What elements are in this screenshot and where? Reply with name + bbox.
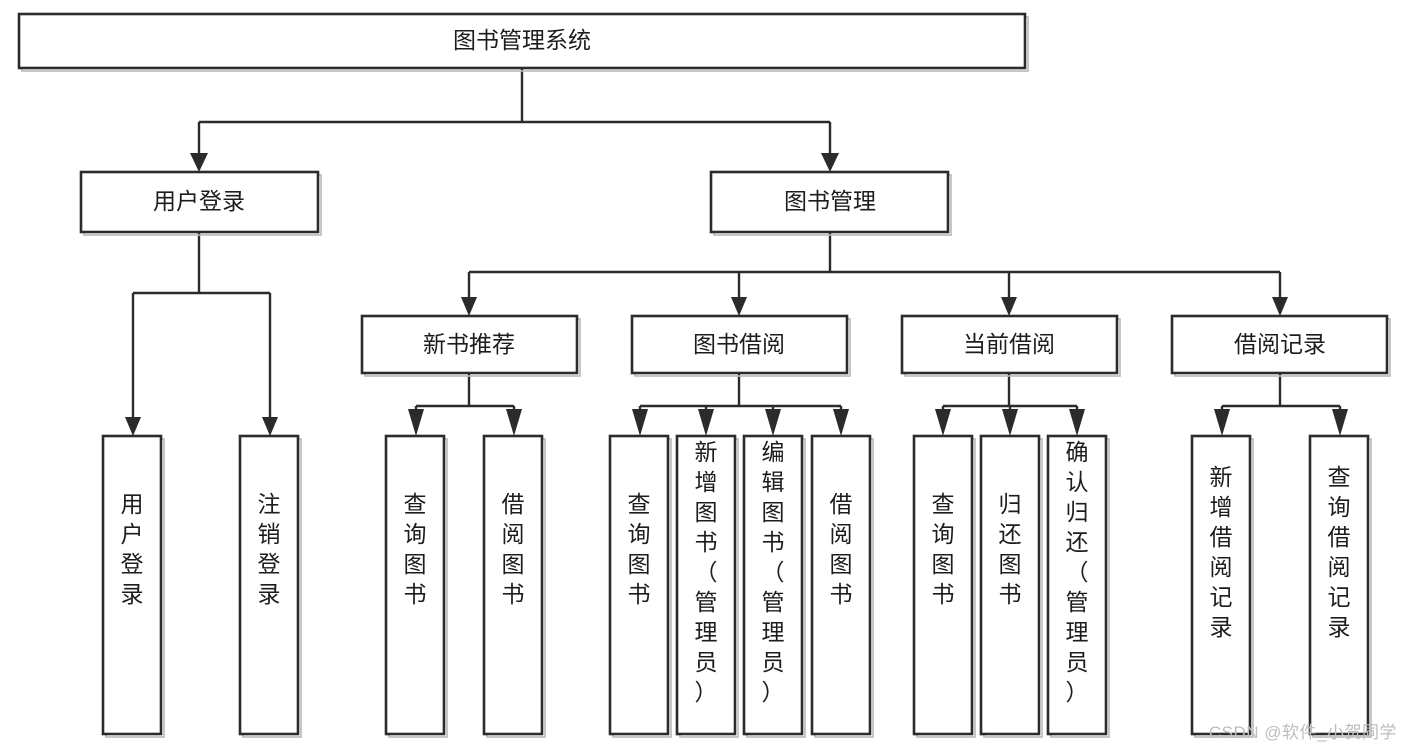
arrowhead-borrow-record <box>1272 297 1288 316</box>
node-leaf-add-book-label: 新增图书（管理员） <box>695 439 718 705</box>
node-book-manage[interactable]: 图书管理 <box>709 170 952 236</box>
node-leaf-query-record[interactable]: 查询借阅记录 <box>1308 434 1372 738</box>
node-leaf-edit-book-label: 编辑图书（管理员） <box>762 439 785 705</box>
node-leaf-return-book[interactable]: 归还图书 <box>979 434 1043 738</box>
node-leaf-query-book-1[interactable]: 查询图书 <box>384 434 448 738</box>
node-leaf-add-record-label: 新增借阅记录 <box>1210 464 1233 640</box>
node-leaf-query-book-1-label: 查询图书 <box>404 491 427 607</box>
node-leaf-user-login-box[interactable] <box>101 434 163 736</box>
node-root[interactable]: 图书管理系统 <box>17 12 1029 72</box>
arrowhead-leaf-query-book-2 <box>632 409 648 436</box>
node-leaf-add-record[interactable]: 新增借阅记录 <box>1190 434 1254 738</box>
arrowhead-leaf-borrow-book-2 <box>833 409 849 436</box>
node-leaf-edit-book-box[interactable] <box>742 434 804 736</box>
arrowhead-leaf-add-book <box>698 409 714 436</box>
node-leaf-borrow-book-2-label: 借阅图书 <box>830 491 853 607</box>
edge-group-user-login <box>125 232 278 436</box>
node-user-login-box[interactable] <box>79 170 320 234</box>
node-leaf-confirm-return-label: 确认归还（管理员） <box>1066 439 1089 705</box>
arrowhead-leaf-confirm-return <box>1069 409 1085 436</box>
node-leaf-return-book-box[interactable] <box>979 434 1041 736</box>
edge-group-borrow-record <box>1214 374 1348 436</box>
node-new-book-rec[interactable]: 新书推荐 <box>360 314 581 377</box>
node-leaf-borrow-book-1-label: 借阅图书 <box>502 491 525 607</box>
arrowhead-leaf-user-login <box>125 417 141 436</box>
arrowhead-new-book-rec <box>461 297 477 316</box>
node-user-login[interactable]: 用户登录 <box>79 170 322 236</box>
node-book-borrow[interactable]: 图书借阅 <box>630 314 851 377</box>
node-borrow-record[interactable]: 借阅记录 <box>1170 314 1391 377</box>
node-leaf-borrow-book-2-box[interactable] <box>810 434 872 736</box>
node-leaf-query-record-box[interactable] <box>1308 434 1370 736</box>
node-book-manage-label: 图书管理 <box>784 188 876 214</box>
node-leaf-logout-box[interactable] <box>238 434 300 736</box>
node-leaf-query-book-3-box[interactable] <box>912 434 974 736</box>
node-leaf-add-record-box[interactable] <box>1190 434 1252 736</box>
node-new-book-rec-label: 新书推荐 <box>423 331 515 357</box>
node-leaf-add-book[interactable]: 新增图书（管理员） <box>675 434 739 738</box>
node-leaf-return-book-label: 归还图书 <box>999 491 1022 607</box>
node-current-borrow[interactable]: 当前借阅 <box>900 314 1121 377</box>
node-leaf-query-book-2-label: 查询图书 <box>628 491 651 607</box>
node-root-label: 图书管理系统 <box>453 27 591 53</box>
node-borrow-record-box[interactable] <box>1170 314 1389 375</box>
node-root-box[interactable] <box>17 12 1027 70</box>
node-leaf-user-login-label: 用户登录 <box>121 491 144 607</box>
arrowhead-leaf-return-book <box>1002 409 1018 436</box>
node-borrow-record-label: 借阅记录 <box>1234 331 1326 357</box>
node-book-borrow-box[interactable] <box>630 314 849 375</box>
arrowhead-leaf-add-record <box>1214 409 1230 436</box>
edge-group-root <box>190 68 839 172</box>
node-leaf-logout[interactable]: 注销登录 <box>238 434 302 738</box>
node-leaf-borrow-book-1[interactable]: 借阅图书 <box>482 434 546 738</box>
node-leaf-borrow-book-2[interactable]: 借阅图书 <box>810 434 874 738</box>
arrowhead-leaf-edit-book <box>765 409 781 436</box>
arrowhead-leaf-borrow-book-1 <box>506 409 522 436</box>
node-leaf-query-book-2[interactable]: 查询图书 <box>608 434 672 738</box>
node-leaf-query-book-3[interactable]: 查询图书 <box>912 434 976 738</box>
arrowhead-current-borrow <box>1001 297 1017 316</box>
edge-group-new-book-rec <box>408 374 522 436</box>
node-leaf-query-book-3-label: 查询图书 <box>932 491 955 607</box>
node-leaf-query-book-1-box[interactable] <box>384 434 446 736</box>
watermark-text: CSDN @软件_小贺同学 <box>1208 723 1397 742</box>
edge-group-book-borrow <box>632 374 849 436</box>
arrowhead-leaf-query-book-1 <box>408 409 424 436</box>
arrowhead-leaf-query-book-3 <box>935 409 951 436</box>
node-leaf-add-book-box[interactable] <box>675 434 737 736</box>
node-leaf-edit-book[interactable]: 编辑图书（管理员） <box>742 434 806 738</box>
node-leaf-user-login[interactable]: 用户登录 <box>101 434 165 738</box>
node-current-borrow-label: 当前借阅 <box>963 331 1055 357</box>
arrowhead-leaf-query-record <box>1332 409 1348 436</box>
node-leaf-logout-label: 注销登录 <box>258 491 281 607</box>
edge-group-current-borrow <box>935 374 1085 436</box>
node-leaf-borrow-book-1-box[interactable] <box>482 434 544 736</box>
arrowhead-leaf-logout <box>262 417 278 436</box>
node-leaf-query-record-label: 查询借阅记录 <box>1328 464 1351 640</box>
arrowhead-book-manage <box>821 153 839 172</box>
node-leaf-confirm-return-box[interactable] <box>1046 434 1108 736</box>
arrowhead-book-borrow <box>731 297 747 316</box>
node-current-borrow-box[interactable] <box>900 314 1119 375</box>
node-book-manage-box[interactable] <box>709 170 950 234</box>
node-user-login-label: 用户登录 <box>153 188 245 214</box>
arrowhead-user-login <box>190 153 208 172</box>
node-new-book-rec-box[interactable] <box>360 314 579 375</box>
node-leaf-confirm-return[interactable]: 确认归还（管理员） <box>1046 434 1110 738</box>
node-leaf-query-book-2-box[interactable] <box>608 434 670 736</box>
node-book-borrow-label: 图书借阅 <box>693 331 785 357</box>
edge-group-book-manage <box>461 232 1288 316</box>
